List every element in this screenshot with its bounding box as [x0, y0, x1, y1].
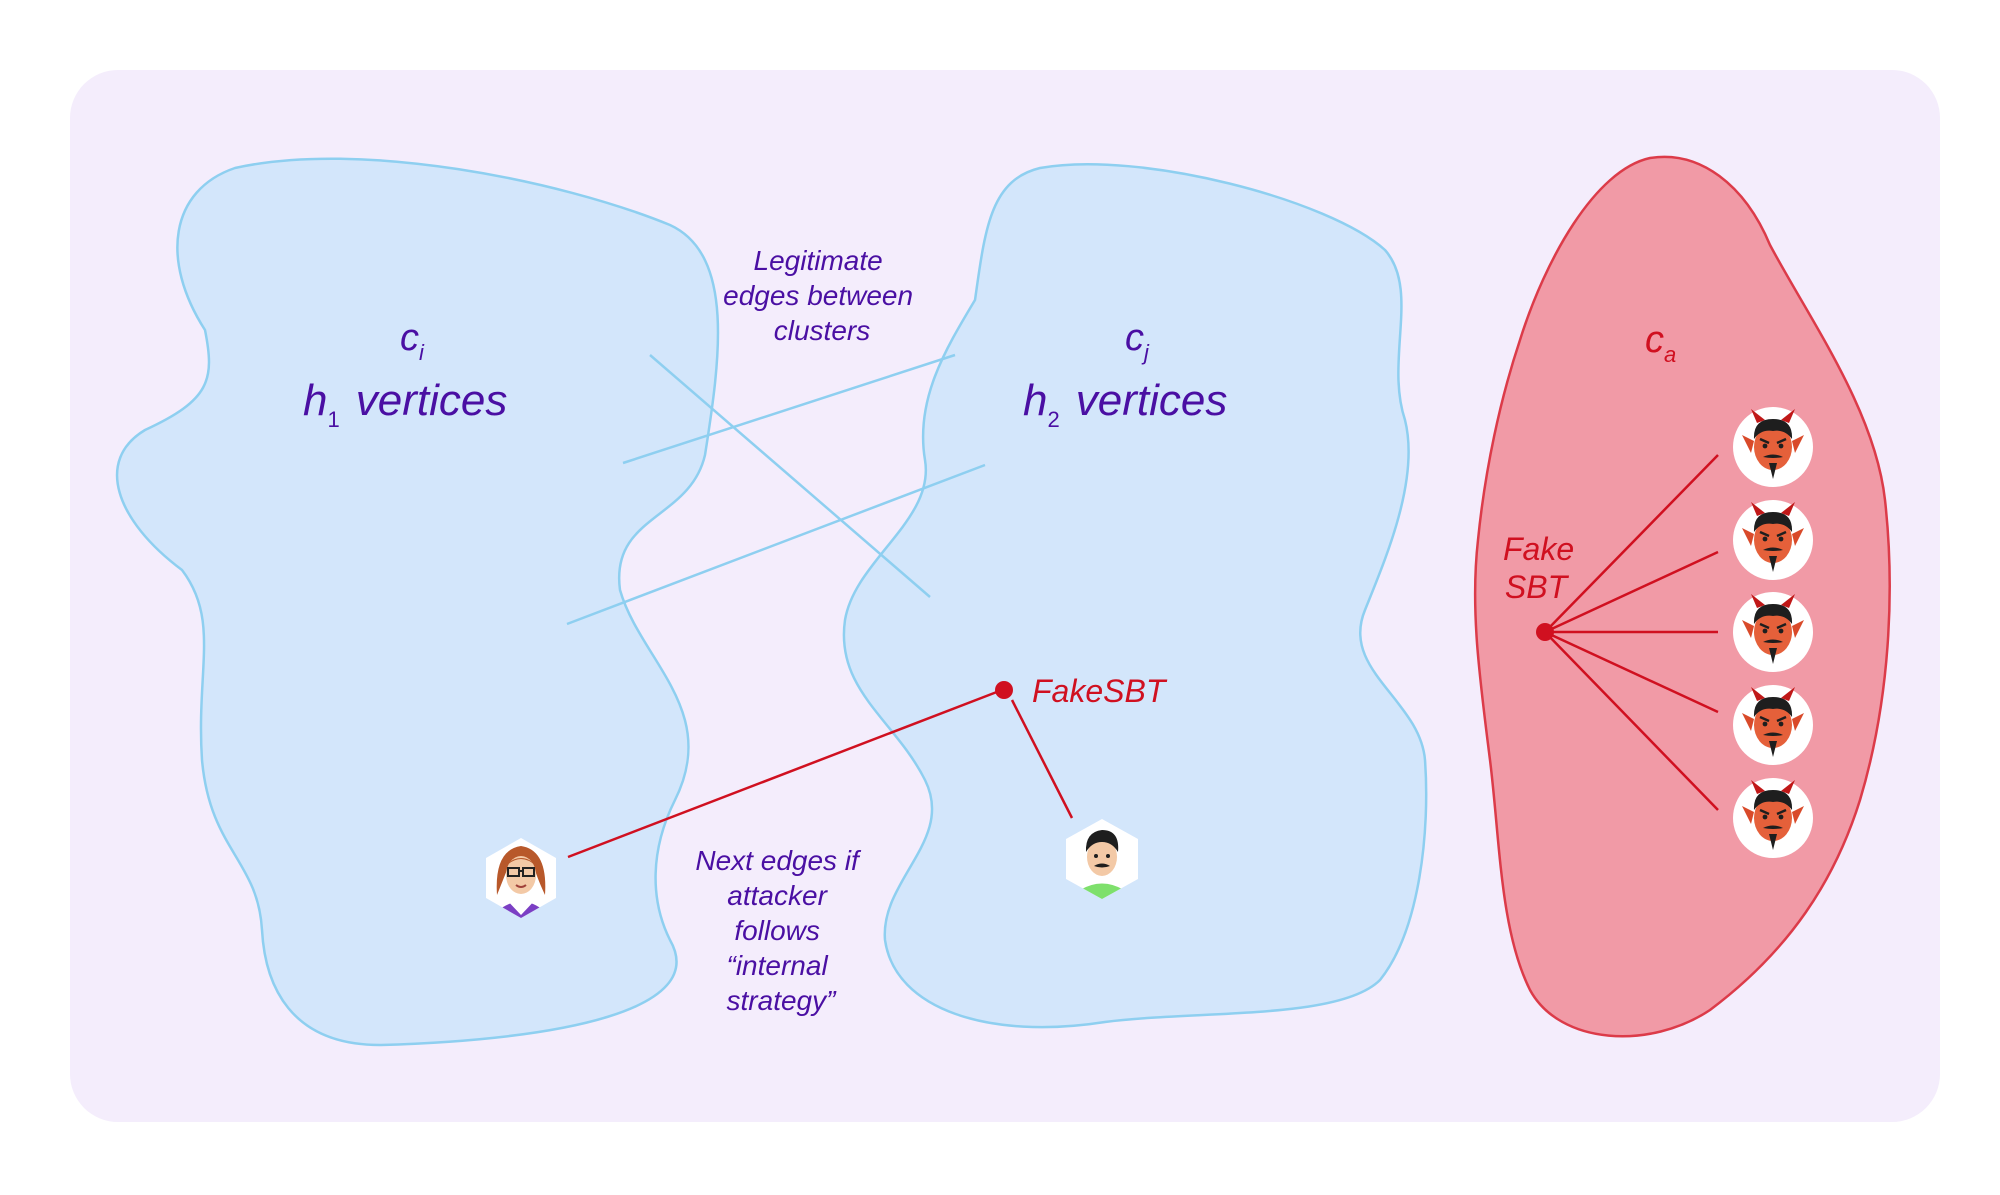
- legit-edge-1: [622, 353, 956, 465]
- fake-sbt-ca-line-2: SBT: [1505, 569, 1570, 605]
- cluster-cj-subscript: j: [1141, 340, 1150, 365]
- cluster-ci-size-sub: 1: [327, 407, 339, 432]
- devil-avatar-icon: [1731, 405, 1815, 489]
- attacker-edge-4: [1544, 630, 1719, 714]
- attacker-edge-1: [1544, 454, 1719, 633]
- next-edges-line-5: strategy”: [727, 985, 838, 1016]
- cluster-cj-name: cj: [1125, 317, 1150, 365]
- cluster-ci-vertices: vertices: [356, 376, 508, 425]
- fake-sbt-node-ca: [1536, 623, 1554, 641]
- cluster-ci-letter: c: [400, 317, 419, 359]
- attacker-edge-2: [1544, 550, 1719, 634]
- legit-edge-2: [649, 354, 931, 598]
- fake-sbt-label-ca: Fake SBT: [1503, 531, 1583, 605]
- legit-edges-line-3: clusters: [774, 315, 870, 346]
- cluster-ci-name: ci: [400, 317, 425, 365]
- fake-sbt-ca-line-1: Fake: [1503, 531, 1574, 567]
- fake-edge-to-user-1: [567, 688, 1003, 859]
- cluster-ca-letter: c: [1645, 319, 1664, 361]
- devil-avatar-icon: [1731, 498, 1815, 582]
- cluster-cj-letter: c: [1125, 317, 1144, 359]
- next-edges-line-4: “internal: [727, 950, 829, 981]
- attacker-edge-5: [1544, 631, 1719, 811]
- next-edges-annotation: Next edges if attacker follows “internal…: [695, 845, 866, 1016]
- cluster-ca-name: ca: [1645, 319, 1676, 367]
- next-edges-line-1: Next edges if: [695, 845, 862, 876]
- cluster-ci-size-label: h1 vertices: [303, 376, 507, 432]
- cluster-ca-subscript: a: [1664, 342, 1676, 367]
- fake-edge-to-user-2: [1010, 699, 1074, 819]
- attacker-edges: [1544, 454, 1719, 811]
- next-edges-line-2: attacker: [727, 880, 828, 911]
- cluster-ci-shape: [115, 157, 720, 1047]
- cluster-cj-vertices: vertices: [1076, 376, 1228, 425]
- next-edges-line-3: follows: [734, 915, 820, 946]
- cluster-ci-size-var: h: [303, 376, 327, 425]
- devil-avatar-icon: [1731, 590, 1815, 674]
- devil-avatar-icon: [1731, 683, 1815, 767]
- fake-sbt-node-cj: [995, 681, 1013, 699]
- devil-avatar-icon: [1731, 776, 1815, 860]
- cluster-cj-size-var: h: [1023, 376, 1047, 425]
- legit-edges-line-2: edges between: [723, 280, 913, 311]
- legit-edges-annotation: Legitimate edges between clusters: [723, 245, 921, 346]
- cluster-cj-size-label: h2 vertices: [1023, 376, 1227, 432]
- legit-edges-line-1: Legitimate: [754, 245, 883, 276]
- cluster-cj-size-sub: 2: [1047, 407, 1059, 432]
- cluster-ci-subscript: i: [419, 340, 425, 365]
- legit-edge-3: [566, 463, 986, 626]
- cluster-cj-shape: [842, 163, 1428, 1029]
- fake-sbt-label-cj: FakeSBT: [1032, 673, 1168, 709]
